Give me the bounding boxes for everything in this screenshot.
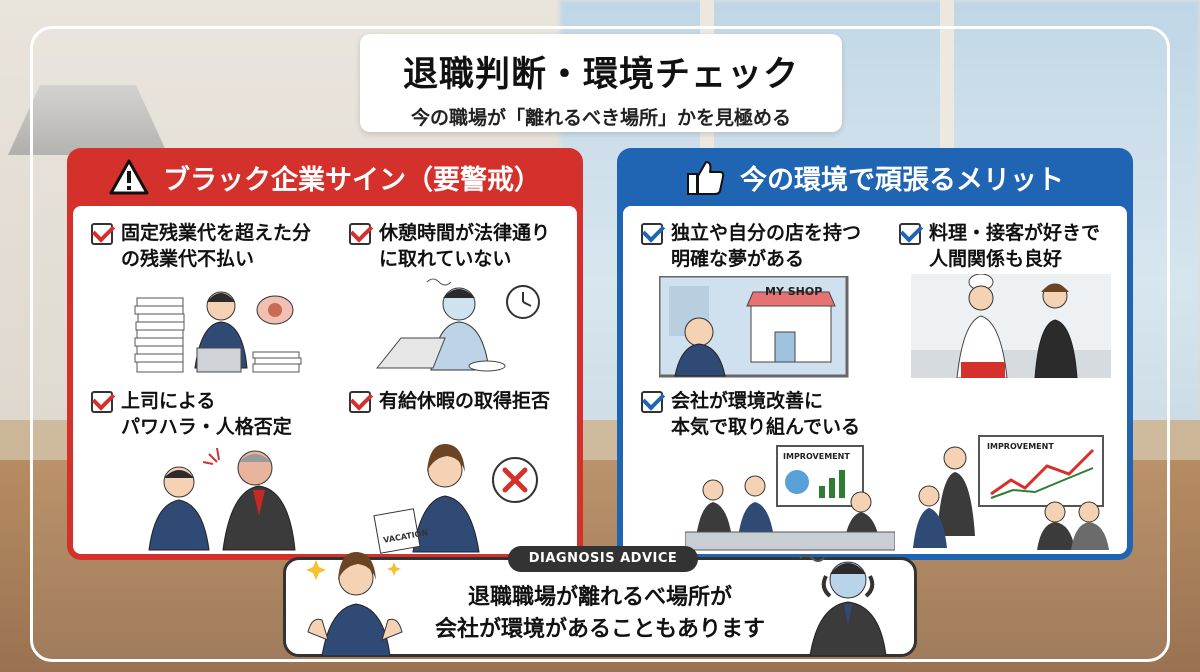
harassment-illustration	[148, 447, 296, 551]
check-icon	[91, 223, 113, 245]
item-text: 料理・接客が好きで	[929, 222, 1101, 244]
item-text: 固定残業代を超えた分	[121, 222, 312, 244]
check-icon	[641, 223, 663, 245]
page-subtitle: 今の職場が「離れるべき場所」かを見極める	[410, 107, 791, 129]
title-card: 退職判断・環境チェック 今の職場が「離れるべき場所」かを見極める	[360, 34, 842, 132]
item-text: 明確な夢がある	[671, 248, 805, 270]
item-text: パワハラ・人格否定	[121, 416, 292, 438]
check-icon	[91, 391, 113, 413]
vacation-refusal-illustration	[373, 444, 538, 554]
black-company-panel: ブラック企業サイン（要警戒） 固定残業代を超えた分 の残業代不払い	[67, 148, 583, 560]
advice-line: 退職職場が離れるべ場所が	[467, 585, 732, 610]
advice-tag: DIAGNOSIS ADVICE	[508, 546, 698, 572]
item-text: 独立や自分の店を持つ	[671, 222, 862, 244]
skipping-break-illustration	[375, 278, 540, 372]
check-icon	[349, 223, 371, 245]
improvement-label: IMPROVEMENT	[783, 452, 850, 461]
item-text: 本気で取り組んでいる	[671, 416, 861, 438]
item-text: 人間関係も良好	[929, 248, 1063, 270]
item-text: 有給休暇の取得拒否	[379, 390, 551, 412]
stressed-man-illustration	[799, 554, 887, 656]
merit-panel-header: 今の環境で頑張るメリット	[617, 148, 1133, 206]
thumbs-up-icon	[687, 161, 725, 195]
advice-line: 会社が環境があることもあります	[434, 617, 765, 642]
black-item-power-harassment: 上司による パワハラ・人格否定	[91, 388, 331, 440]
chef-and-server-illustration	[911, 274, 1111, 378]
item-text: 会社が環境改善に	[671, 390, 824, 412]
merit-panel: 今の環境で頑張るメリット 独立や自分の店を持つ 明確な夢がある MY SHOP	[617, 148, 1133, 560]
improvement-presentation-illustration	[913, 435, 1109, 550]
page-title: 退職判断・環境チェック	[402, 55, 799, 95]
item-text: に取れていない	[379, 248, 512, 270]
warning-triangle-icon	[109, 159, 149, 195]
item-text: 上司による	[121, 390, 216, 412]
improvement-meeting-illustration	[685, 445, 895, 551]
my-shop-illustration	[659, 276, 849, 378]
diagnosis-advice-box: DIAGNOSIS ADVICE 退職職場が離れるべ場所が 会社が環境があること…	[283, 546, 917, 657]
merit-item-dream: 独立や自分の店を持つ 明確な夢がある	[641, 220, 881, 272]
item-text: 休憩時間が法律通り	[379, 222, 551, 244]
black-panel-header: ブラック企業サイン（要警戒）	[67, 148, 583, 206]
merit-panel-heading: 今の環境で頑張るメリット	[740, 164, 1064, 196]
smiling-woman-illustration	[306, 552, 403, 656]
black-item-paid-leave-refusal: 有給休暇の取得拒否	[349, 388, 583, 414]
item-text: の残業代不払い	[121, 248, 255, 270]
black-panel-heading: ブラック企業サイン（要警戒）	[163, 164, 541, 196]
check-icon	[349, 391, 371, 413]
check-icon	[641, 391, 663, 413]
check-icon	[899, 223, 921, 245]
overtime-worker-illustration	[134, 291, 302, 373]
merit-item-company-improvement: 会社が環境改善に 本気で取り組んでいる	[641, 388, 881, 440]
shop-sign: MY SHOP	[765, 285, 823, 298]
black-panel-body: 固定残業代を超えた分 の残業代不払い 休憩時間が法律通り	[73, 206, 577, 554]
black-item-unpaid-overtime: 固定残業代を超えた分 の残業代不払い	[91, 220, 331, 272]
merit-panel-body: 独立や自分の店を持つ 明確な夢がある MY SHOP 料理・接客が好きで 人間関…	[623, 206, 1127, 554]
range-hood	[8, 85, 168, 155]
merit-item-good-relations: 料理・接客が好きで 人間関係も良好	[899, 220, 1133, 272]
black-item-no-break: 休憩時間が法律通り に取れていない	[349, 220, 583, 272]
advice-message: 退職職場が離れるべ場所が 会社が環境があることもあります	[416, 582, 784, 646]
improvement-label: IMPROVEMENT	[987, 442, 1054, 451]
